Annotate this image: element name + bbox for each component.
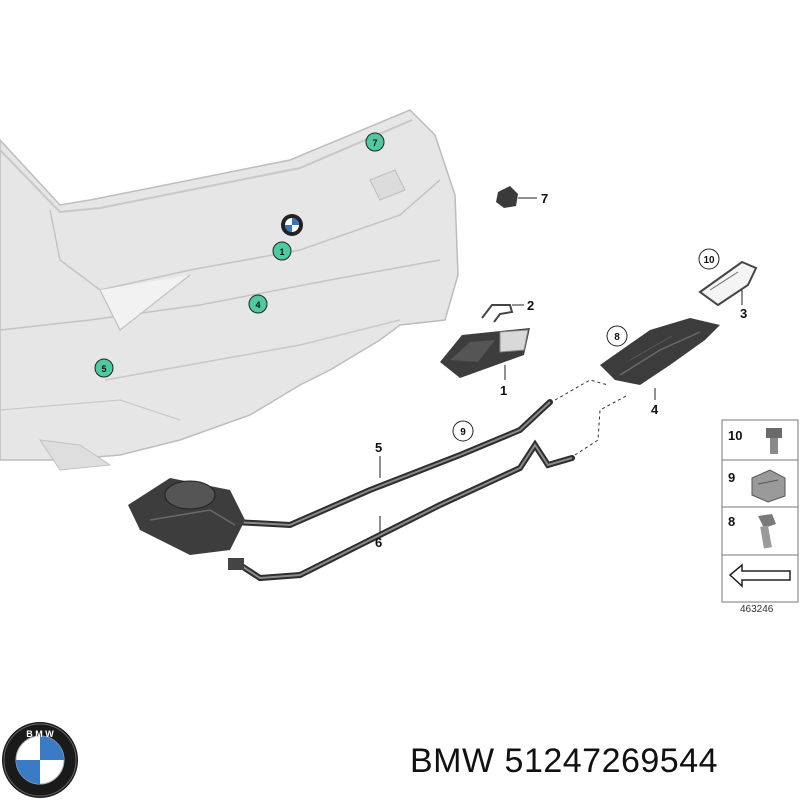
svg-text:4: 4 xyxy=(255,300,260,310)
svg-text:B M W: B M W xyxy=(26,729,54,739)
svg-text:7: 7 xyxy=(372,138,377,148)
hardware-legend: 10 9 8 463246 xyxy=(721,419,799,615)
part-1-tailgate-switch: 1 xyxy=(440,328,530,398)
reference-number: 463246 xyxy=(740,604,774,615)
svg-text:5: 5 xyxy=(101,364,106,374)
callout-1-green: 1 xyxy=(272,241,292,261)
legend-item-8: 8 xyxy=(728,514,776,549)
tailgate-bmw-emblem-icon xyxy=(281,214,303,236)
svg-text:1: 1 xyxy=(279,247,284,257)
cable-5: 5 xyxy=(232,399,553,529)
svg-text:10: 10 xyxy=(728,428,742,443)
bmw-roundel-icon: B M W xyxy=(2,722,78,798)
part-number-caption: BMW 51247269544 xyxy=(410,742,719,780)
svg-text:1: 1 xyxy=(500,383,507,398)
arrow-icon xyxy=(728,563,791,588)
svg-text:3: 3 xyxy=(740,306,747,321)
svg-text:5: 5 xyxy=(375,440,382,455)
car-rear-body xyxy=(0,109,459,471)
part-3-bracket: 3 xyxy=(698,260,758,321)
svg-text:7: 7 xyxy=(541,191,548,206)
svg-text:9: 9 xyxy=(460,427,466,438)
callout-9-circle: 9 xyxy=(452,420,474,442)
svg-text:9: 9 xyxy=(728,470,735,485)
svg-text:4: 4 xyxy=(651,402,659,417)
cable-6: 6 xyxy=(237,439,575,582)
svg-text:6: 6 xyxy=(375,535,382,550)
callout-8-circle: 8 xyxy=(606,325,628,347)
svg-text:8: 8 xyxy=(728,514,735,529)
svg-text:2: 2 xyxy=(527,298,534,313)
legend-item-9: 9 xyxy=(728,469,786,503)
connector-dashed-lines xyxy=(554,379,629,456)
part-2-bracket: 2 xyxy=(481,298,534,323)
svg-text:10: 10 xyxy=(703,255,715,266)
callout-7-green: 7 xyxy=(365,132,385,152)
svg-text:8: 8 xyxy=(614,332,620,343)
part-4-lock-actuator: 4 xyxy=(600,318,720,417)
legend-item-10: 10 xyxy=(728,428,782,454)
tailgate-motor-unit xyxy=(128,478,245,570)
part-7-buffer: 7 xyxy=(496,186,548,208)
callout-4-green: 4 xyxy=(248,294,268,314)
callout-10-circle: 10 xyxy=(698,248,720,270)
callout-5-green: 5 xyxy=(94,358,114,378)
